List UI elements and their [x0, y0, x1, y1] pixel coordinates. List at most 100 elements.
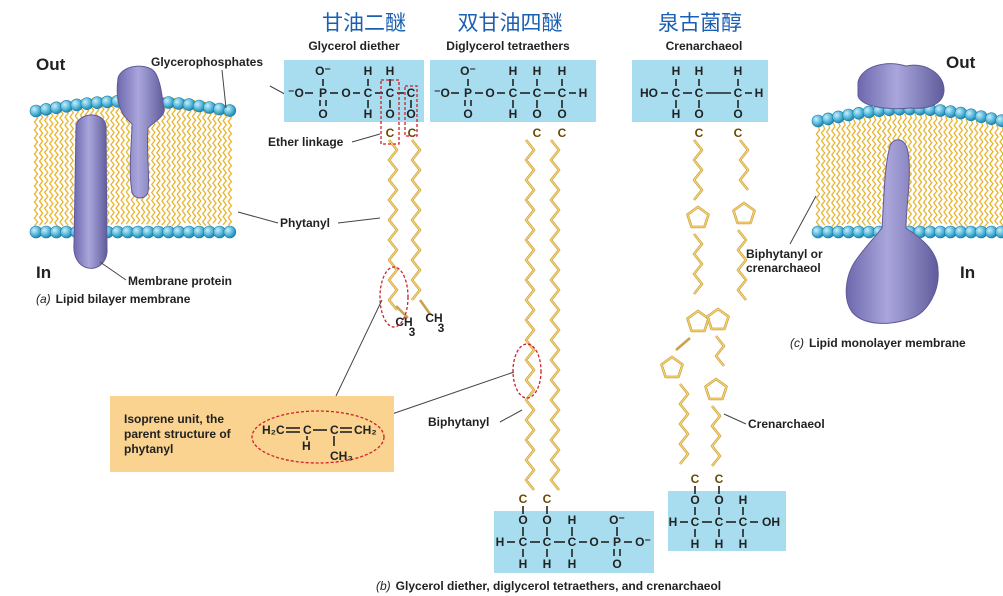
monolayer-tail-7	[851, 118, 857, 224]
diether-minus-o: ⁻O	[288, 86, 304, 100]
diether-chain-1-core	[388, 139, 398, 311]
tetra-top-o-ether-1: O	[532, 107, 541, 121]
monolayer-tails	[815, 113, 1003, 228]
tetra-bot-o-bridge: O	[589, 535, 598, 549]
isoprene-ellipse	[251, 410, 385, 464]
diether-ch3-2-sub: 3	[438, 321, 445, 335]
biphytanyl-label: Biphytanyl	[428, 415, 489, 429]
isoprene-leader-2	[391, 371, 515, 415]
monolayer-tail-35	[994, 124, 999, 226]
diether-ch3-1: CH	[395, 315, 412, 329]
bilayer-tail-31	[191, 100, 197, 225]
caption-c-letter: (c)	[790, 336, 804, 350]
crenarchaeol-chain-2d-core	[711, 405, 721, 467]
diether-ch3-1-sub: 3	[409, 325, 416, 339]
membrane-protein-leader	[99, 261, 127, 281]
cren-bot-h-start: H	[669, 515, 678, 529]
bilayer-tail-36	[217, 103, 223, 225]
monolayer-tail-0	[815, 125, 821, 227]
caption-a: (a)Lipid bilayer membrane	[36, 292, 191, 306]
diether-o-bridge: O	[341, 86, 350, 100]
crenarchaeol-ring-3-core	[660, 356, 684, 378]
cren-top-h-end: H	[755, 86, 764, 100]
monolayer-tail-12	[876, 115, 882, 225]
tetra-top-h-up-0: H	[509, 64, 518, 78]
bilayer-tail-30	[186, 99, 192, 225]
crenarchaeol-chain-2b-core	[737, 229, 747, 301]
tetra-top-h-up-2: H	[558, 64, 567, 78]
monolayer-tail-28	[958, 117, 964, 227]
out-label-left: Out	[36, 55, 66, 74]
tetra-bot-o-minus-top: O⁻	[609, 513, 625, 527]
isoprene-line-2: parent structure of	[124, 427, 232, 441]
in-label-left: In	[36, 263, 51, 282]
monolayer-tail-10	[866, 116, 872, 226]
tetra-top-c1: C	[509, 86, 518, 100]
ether-linkage-box	[380, 79, 400, 145]
diether-c1: C	[364, 86, 373, 100]
glycerophosphates-label: Glycerophosphates	[151, 55, 263, 69]
crenarchaeol-side-label: Crenarchaeol	[748, 417, 825, 431]
tetra-top-h-end: H	[579, 86, 588, 100]
isoprene-highlight-tetraether	[512, 343, 542, 399]
tetraether-chain-2-core	[550, 139, 560, 491]
cren-bot-o-1: O	[690, 493, 699, 507]
tetra-bot-h-down-2: H	[568, 557, 577, 571]
monolayer-tail-8	[856, 118, 862, 227]
monolayer-top-head-16	[974, 110, 988, 123]
membrane-protein-top	[116, 65, 165, 199]
isoprene-c2: C	[330, 423, 339, 437]
tetra-bot-c-chain-1: C	[519, 492, 528, 506]
monolayer-top-head-18	[995, 114, 1003, 127]
tetra-bot-c1: C	[519, 535, 528, 549]
tetra-top-o-bot: O	[463, 107, 472, 121]
bilayer-bottom-head-19	[223, 225, 237, 239]
cren-bot-o-2: O	[714, 493, 723, 507]
tetra-bot-c2: C	[543, 535, 552, 549]
isoprene-box: Isoprene unit, the parent structure of p…	[110, 396, 394, 472]
bilayer-tail-26	[166, 97, 172, 226]
bilayer-tail-6	[64, 101, 70, 226]
monolayer-tail-30	[968, 119, 974, 225]
isoprene-ch3: CH₃	[330, 449, 353, 463]
biphytanyl-leader	[499, 409, 523, 423]
cren-bot-h-down-1: H	[715, 537, 724, 551]
isoprene-leader-1	[335, 299, 383, 397]
title-tetraether-en: Diglycerol tetraethers	[446, 39, 570, 53]
tetra-bot-c3: C	[568, 535, 577, 549]
title-diether-en: Glycerol diether	[308, 39, 400, 53]
cren-bot-c3: C	[739, 515, 748, 529]
cren-top-h-up-2: H	[734, 64, 743, 78]
diether-o-ether-2: O	[406, 107, 415, 121]
monolayer-tail-22	[927, 114, 933, 228]
caption-b-letter: (b)	[376, 579, 391, 593]
cren-top-c3: C	[734, 86, 743, 100]
membrane-protein-left	[73, 114, 108, 269]
phytanyl-leader-2	[337, 217, 381, 224]
monolayer-tail-5	[841, 120, 846, 226]
caption-a-text: Lipid bilayer membrane	[56, 292, 191, 306]
tetra-top-h-down: H	[509, 107, 518, 121]
bilayer-tail-2	[43, 104, 49, 225]
cren-bot-c-chain-2: C	[715, 472, 724, 486]
cren-bot-h-down-0: H	[691, 537, 700, 551]
crenarchaeol-chain-2c-core	[715, 335, 725, 367]
monolayer-tail-32	[978, 121, 984, 227]
monolayer-tail-31	[973, 120, 979, 226]
bilayer-tail-29	[181, 98, 187, 224]
bilayer-tail-5	[59, 101, 64, 227]
tetra-bot-c-chain-2: C	[543, 492, 552, 506]
monolayer-tail-9	[861, 117, 867, 227]
tetra-top-c3: C	[558, 86, 567, 100]
bilayer-top-head-19	[223, 104, 237, 117]
monolayer-tail-24	[937, 115, 943, 224]
bilayer-tail-25	[161, 96, 166, 226]
monolayer-top-head-0	[811, 114, 825, 128]
monolayer-membrane: Out In Biphytanyl or crenarchaeol (c)Lip…	[746, 53, 1003, 350]
cren-top-h-up-1: H	[695, 64, 704, 78]
bilayer-tail-1	[38, 104, 44, 226]
phytanyl-leader	[237, 211, 279, 224]
monolayer-tail-34	[988, 123, 994, 225]
isoprene-ch2: CH₂	[354, 423, 377, 437]
cren-top-o-ether-1: O	[694, 107, 703, 121]
